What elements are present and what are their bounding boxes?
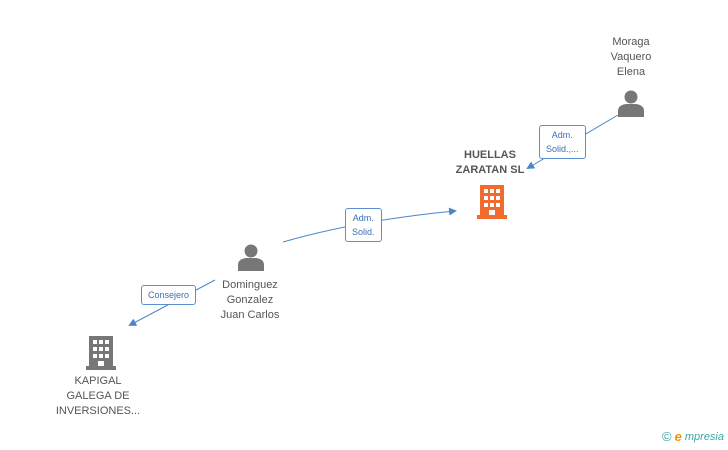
person-icon[interactable]: [237, 243, 265, 271]
name-line: Gonzalez: [226, 294, 274, 306]
name-line: HUELLAS: [464, 149, 516, 161]
brand-name: mpresia: [684, 430, 724, 443]
name-line: GALEGA DE: [66, 390, 130, 402]
name-line: INVERSIONES...: [55, 405, 141, 417]
copyright-symbol: ©: [662, 429, 672, 444]
relation-line: Consejero: [148, 290, 190, 300]
relation-label-adm-solid[interactable]: Adm. Solid.,...: [539, 125, 586, 159]
relation-label-adm-solid[interactable]: Adm. Solid.: [345, 208, 382, 242]
person-label-dominguez[interactable]: Dominguez Gonzalez Juan Carlos: [204, 278, 296, 323]
relation-line: Adm.: [551, 130, 573, 140]
person-icon[interactable]: [617, 89, 645, 117]
company-label-huellas[interactable]: HUELLAS ZARATAN SL: [440, 148, 540, 178]
name-line: ZARATAN SL: [455, 164, 525, 176]
name-line: Dominguez: [222, 279, 278, 291]
relation-line: Solid.: [352, 227, 375, 237]
relation-label-consejero[interactable]: Consejero: [141, 285, 197, 305]
name-line: Moraga: [612, 36, 650, 48]
building-icon[interactable]: [476, 183, 508, 219]
name-line: KAPIGAL: [74, 375, 122, 387]
building-icon[interactable]: [85, 334, 117, 370]
name-line: Juan Carlos: [220, 309, 280, 321]
person-label-moraga[interactable]: Moraga Vaquero Elena: [589, 35, 673, 80]
company-label-kapigal[interactable]: KAPIGAL GALEGA DE INVERSIONES...: [48, 374, 148, 419]
relation-line: Solid.,...: [546, 144, 579, 154]
relation-line: Adm.: [352, 213, 374, 223]
name-line: Elena: [616, 66, 646, 78]
name-line: Vaquero: [610, 51, 652, 63]
brand-initial: e: [674, 429, 682, 444]
